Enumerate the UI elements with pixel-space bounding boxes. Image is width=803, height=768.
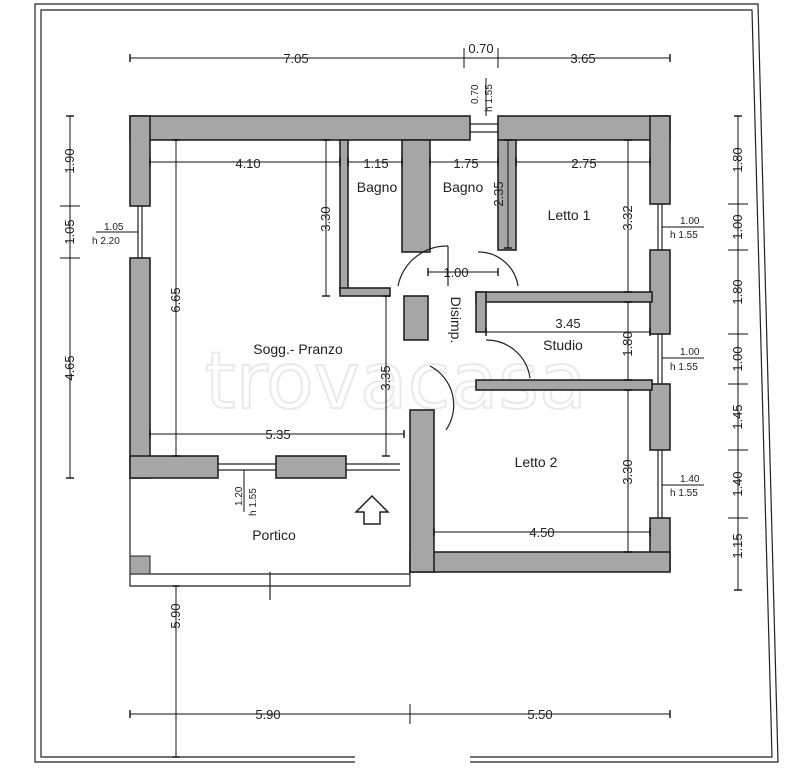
dimension-lines: [60, 48, 748, 758]
dim-bottom-1: 5.90: [255, 707, 280, 722]
room-letto-1: Letto 1: [548, 207, 591, 223]
entrance-arrow-icon: [354, 494, 390, 525]
room-soggiorno: Sogg.- Pranzo: [253, 341, 343, 357]
window-studio-height: h 1.55: [670, 362, 698, 373]
window-top-height: h 1.55: [484, 84, 495, 112]
window-portico-height: h 1.55: [248, 488, 259, 516]
room-studio: Studio: [543, 337, 583, 353]
dim-right-3: 1.80: [730, 279, 745, 304]
dim-left-3: 4.65: [62, 355, 77, 380]
window-studio-width: 1.00: [680, 347, 700, 358]
dim-right-2: 1.00: [730, 214, 745, 239]
dim-left-2: 1.05: [62, 219, 77, 244]
window-labels: 0.70 h 1.55 1.05 h 2.20 1.00 h 1.55 1.00…: [92, 84, 700, 516]
dim-right-5: 1.45: [730, 404, 745, 429]
portico-area: [129, 478, 411, 600]
window-top-width: 0.70: [470, 84, 481, 104]
dimension-labels: 7.05 0.70 3.65 5.90 5.50 1.90 1.05 4.65 …: [62, 41, 745, 722]
dim-letto1-width: 2.75: [571, 156, 596, 171]
dim-bagno2-height: 2.35: [491, 181, 506, 206]
dim-letto2-height: 3.30: [620, 459, 635, 484]
dim-studio-width: 3.45: [555, 316, 580, 331]
dim-bagno2-width: 1.75: [453, 156, 478, 171]
dim-studio-height: 1.80: [620, 331, 635, 356]
room-disimpegno: Disimp.: [448, 297, 464, 344]
window-letto1-width: 1.00: [680, 216, 700, 227]
dim-top-1: 7.05: [283, 51, 308, 66]
dim-bottom-2: 5.50: [527, 707, 552, 722]
window-left-height: h 2.20: [92, 236, 120, 247]
dim-letto2-width: 4.50: [529, 525, 554, 540]
walls: [129, 115, 671, 573]
dim-sogg-bottom: 5.35: [265, 427, 290, 442]
dim-left-1: 1.90: [62, 148, 77, 173]
door-swings: [397, 245, 531, 431]
window-letto1-height: h 1.55: [670, 230, 698, 241]
dim-right-7: 1.15: [730, 533, 745, 558]
window-portico-width: 1.20: [234, 486, 245, 506]
dim-top-3: 3.65: [570, 51, 595, 66]
dim-sogg-partial: 3.30: [318, 206, 333, 231]
room-letto-2: Letto 2: [515, 454, 558, 470]
dim-bagno1-width: 1.15: [363, 156, 388, 171]
dim-sogg-width: 4.10: [235, 156, 260, 171]
dim-right-6: 1.40: [730, 471, 745, 496]
window-letto2-width: 1.40: [680, 474, 700, 485]
plot-boundary: [34, 3, 779, 763]
dim-disimp-width: 1.00: [443, 265, 468, 280]
room-portico: Portico: [252, 527, 296, 543]
dim-letto1-height: 3.32: [620, 205, 635, 230]
window-left-width: 1.05: [104, 222, 124, 233]
room-labels: Sogg.- Pranzo Bagno Bagno Letto 1 Studio…: [252, 179, 590, 543]
dim-sogg-height: 6.65: [168, 287, 183, 312]
room-bagno-2: Bagno: [443, 179, 484, 195]
window-letto2-height: h 1.55: [670, 488, 698, 499]
dim-top-2: 0.70: [468, 41, 493, 56]
room-bagno-1: Bagno: [357, 179, 398, 195]
dim-portico-depth: 5.90: [168, 603, 183, 628]
dim-right-4: 1.00: [730, 346, 745, 371]
dim-right-1: 1.80: [730, 147, 745, 172]
dim-sogg-lower: 3.35: [378, 365, 393, 390]
windows: [137, 123, 663, 518]
